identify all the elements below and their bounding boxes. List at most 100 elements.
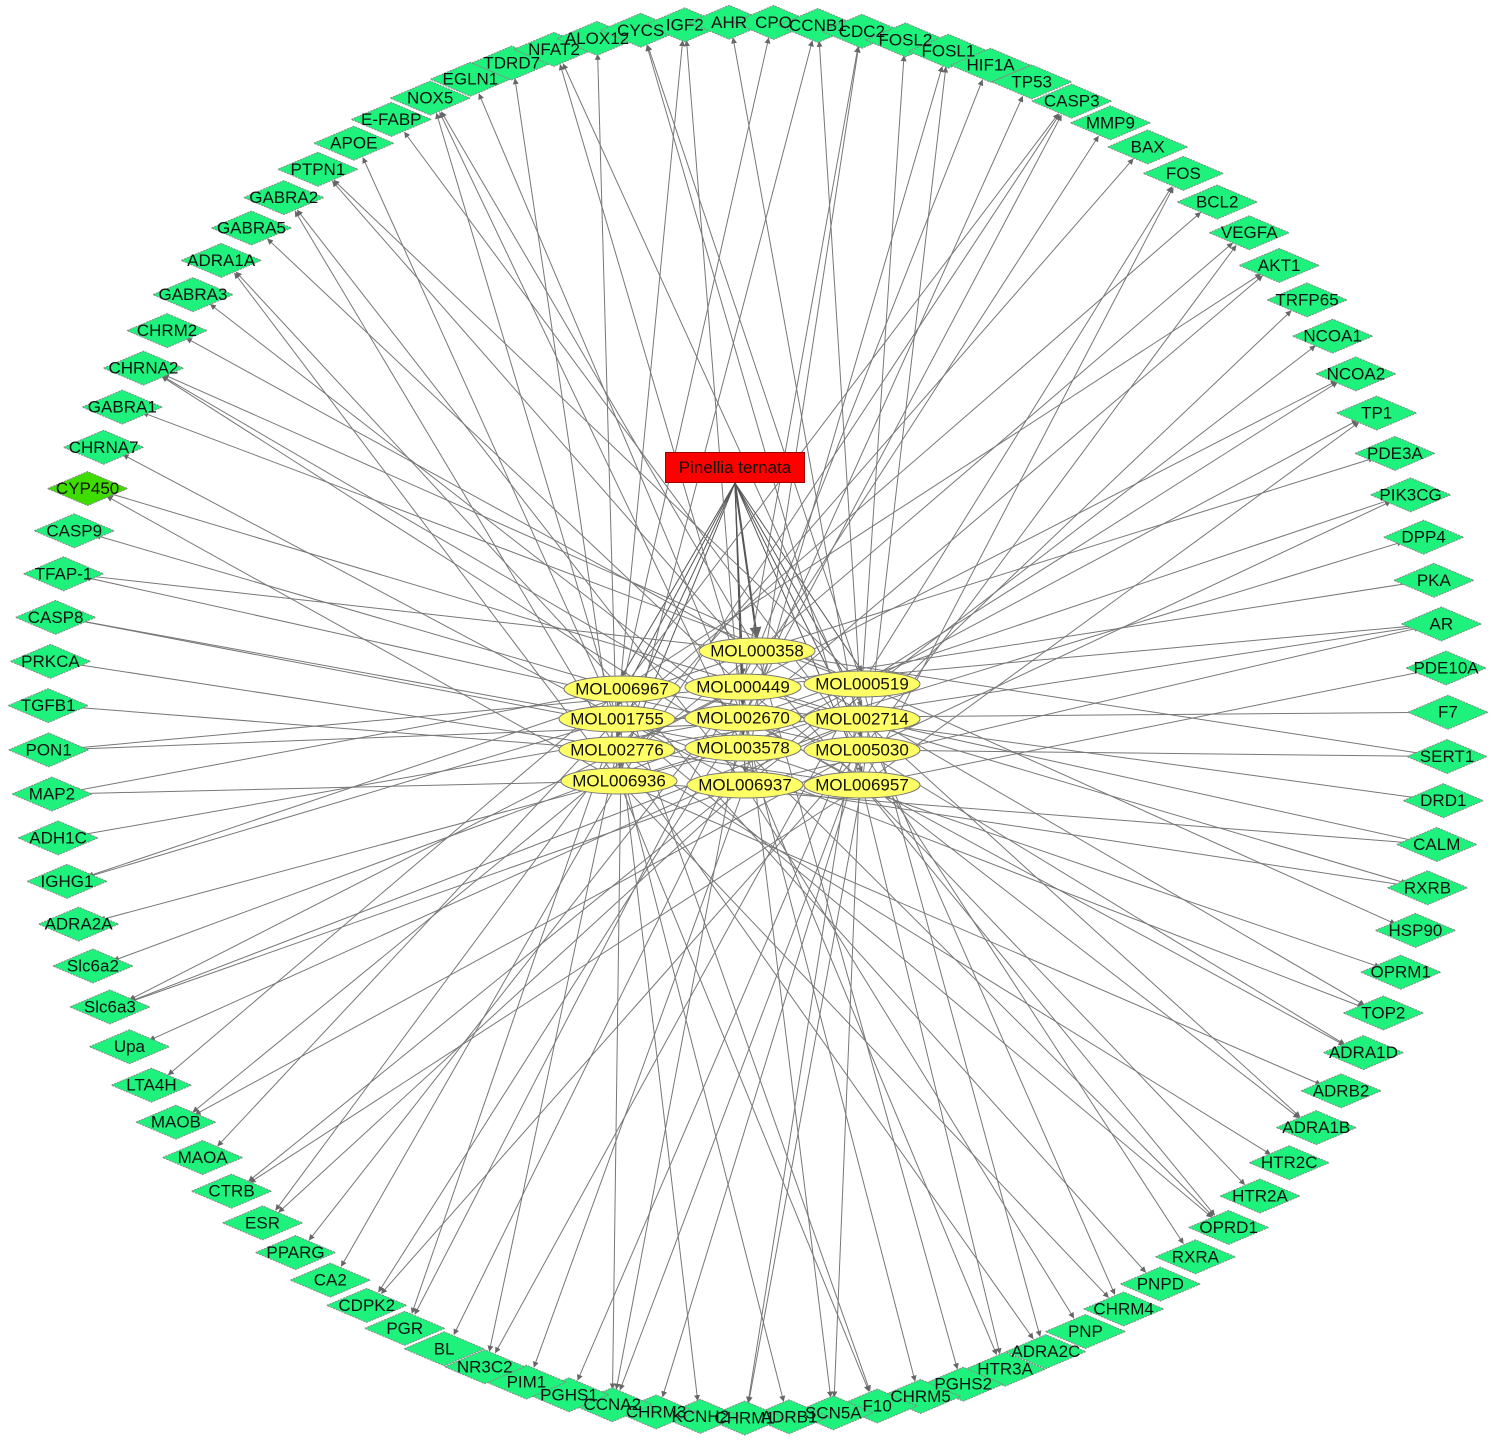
molecule-node[interactable]: MOL006937 [686, 771, 804, 799]
target-node[interactable] [949, 47, 1032, 83]
molecule-node[interactable]: MOL001755 [558, 705, 676, 733]
molecule-node[interactable]: MOL000449 [684, 673, 802, 701]
target-node[interactable] [1218, 1178, 1302, 1214]
herb-node[interactable]: Pinellia ternata [665, 452, 805, 483]
target-node[interactable] [125, 313, 209, 349]
target-node[interactable] [1142, 155, 1225, 191]
molecule-node[interactable]: MOL006957 [803, 771, 921, 799]
target-node[interactable] [110, 1067, 193, 1103]
target-node[interactable] [1044, 1314, 1127, 1350]
target-node[interactable] [820, 13, 904, 49]
target-label: TRFP65 [1275, 290, 1338, 309]
target-node[interactable] [1175, 184, 1259, 220]
target-node[interactable] [1069, 105, 1152, 141]
target-node[interactable] [14, 599, 97, 635]
target-node[interactable] [470, 45, 553, 81]
target-node[interactable] [1382, 519, 1465, 555]
target-node[interactable] [1405, 738, 1489, 775]
target-node[interactable] [732, 4, 815, 41]
target-node[interactable] [161, 1139, 244, 1176]
target-node[interactable] [1154, 1239, 1237, 1275]
target-node[interactable] [1237, 247, 1321, 283]
target-node[interactable] [16, 820, 100, 856]
target-node[interactable] [1004, 1334, 1088, 1370]
target-node[interactable] [1359, 954, 1442, 990]
target-node[interactable] [363, 1310, 447, 1346]
target-node[interactable] [81, 389, 164, 425]
target-node[interactable] [51, 948, 135, 984]
target-node[interactable] [46, 471, 129, 507]
edge-molecule-target [861, 55, 907, 685]
target-node[interactable] [1082, 1291, 1165, 1327]
target-node[interactable] [1187, 1209, 1270, 1245]
target-node[interactable] [350, 101, 433, 137]
target-node[interactable] [1402, 783, 1485, 819]
target-node[interactable] [1392, 562, 1476, 598]
target-node[interactable] [32, 513, 116, 549]
target-node[interactable] [276, 151, 360, 187]
target-node[interactable] [289, 1262, 372, 1298]
target-node[interactable] [1274, 1110, 1358, 1146]
target-node[interactable] [210, 210, 293, 246]
target-label: TFAP-1 [35, 564, 93, 583]
target-node[interactable] [22, 556, 105, 592]
target-node[interactable] [388, 80, 472, 116]
target-node[interactable] [37, 906, 120, 942]
molecule-node[interactable]: MOL006936 [560, 767, 678, 795]
target-node[interactable] [990, 64, 1073, 100]
target-node[interactable] [10, 776, 94, 812]
target-node[interactable] [1291, 318, 1374, 354]
target-node[interactable] [6, 688, 90, 724]
target-node[interactable] [134, 1104, 218, 1140]
molecule-node[interactable]: MOL002714 [803, 705, 921, 733]
target-node[interactable] [1353, 435, 1437, 471]
molecule-node[interactable]: MOL002776 [558, 736, 676, 764]
target-node[interactable] [102, 350, 185, 386]
target-node[interactable] [325, 1287, 409, 1323]
target-node[interactable] [1369, 477, 1452, 513]
target-node[interactable] [254, 1235, 337, 1271]
target-node[interactable] [1342, 995, 1425, 1031]
target-node[interactable] [68, 989, 152, 1025]
target-node[interactable] [221, 1205, 304, 1241]
target-node[interactable] [9, 643, 92, 679]
target-node[interactable] [1404, 650, 1488, 686]
target-node[interactable] [776, 7, 860, 44]
molecule-node[interactable]: MOL003578 [684, 734, 802, 762]
target-node[interactable] [312, 125, 396, 161]
target-node[interactable] [25, 863, 109, 899]
target-node[interactable] [1030, 83, 1113, 119]
molecule-node[interactable]: MOL006967 [563, 675, 681, 703]
target-label: F10 [863, 1397, 892, 1416]
molecule-node[interactable]: MOL000358 [698, 637, 816, 665]
molecule-node[interactable]: MOL000519 [803, 670, 921, 698]
target-node[interactable] [1265, 282, 1349, 318]
target-node[interactable] [88, 1029, 171, 1065]
target-node[interactable] [1406, 694, 1490, 730]
target-node[interactable] [1106, 129, 1189, 165]
target-node[interactable] [62, 429, 145, 465]
target-node[interactable] [179, 242, 263, 278]
target-node[interactable] [1335, 395, 1418, 431]
target-node[interactable] [1207, 215, 1291, 251]
target-node[interactable] [687, 4, 771, 40]
molecule-node[interactable]: MOL005030 [803, 736, 921, 764]
target-node[interactable] [1247, 1145, 1331, 1181]
target-node[interactable] [1395, 826, 1479, 863]
target-node[interactable] [1386, 870, 1469, 906]
target-node[interactable] [1322, 1035, 1405, 1071]
target-node[interactable] [747, 1399, 831, 1435]
target-node[interactable] [1299, 1073, 1383, 1109]
target-node[interactable] [1400, 606, 1483, 642]
target-node[interactable] [190, 1173, 273, 1209]
target-node[interactable] [443, 1349, 527, 1385]
target-node[interactable] [1374, 912, 1457, 948]
target-node[interactable] [555, 20, 639, 56]
target-node[interactable] [7, 732, 90, 768]
target-node[interactable] [151, 277, 235, 313]
target-node[interactable] [1314, 356, 1398, 392]
target-node[interactable] [242, 180, 326, 216]
target-node[interactable] [1119, 1266, 1202, 1302]
target-node[interactable] [402, 1331, 486, 1367]
molecule-node[interactable]: MOL002670 [684, 704, 802, 732]
